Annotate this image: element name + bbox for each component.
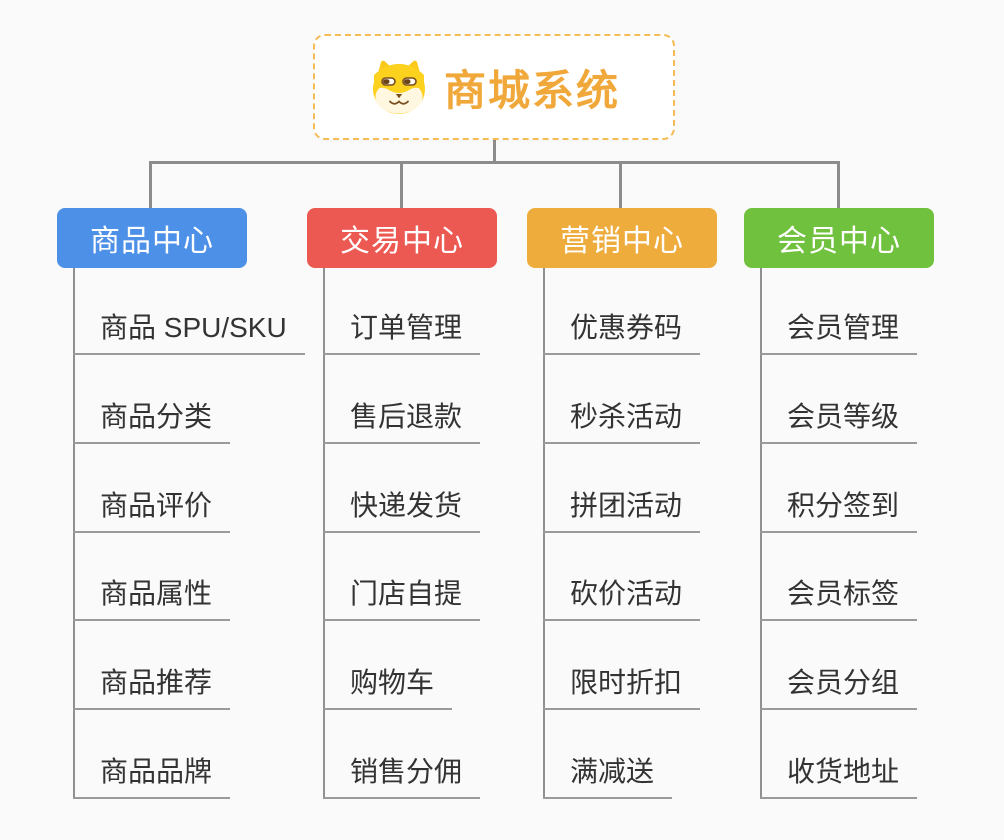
branch-node-member-center[interactable]: 会员中心 xyxy=(744,208,934,268)
leaf-item[interactable]: 快递发货 xyxy=(323,489,481,533)
leaf-item[interactable]: 优惠券码 xyxy=(543,311,701,355)
leaf-item[interactable]: 销售分佣 xyxy=(323,755,481,799)
leaf-item[interactable]: 会员等级 xyxy=(760,400,918,444)
leaf-item[interactable]: 商品分类 xyxy=(73,400,231,444)
root-title: 商城系统 xyxy=(443,66,620,114)
connector-bus xyxy=(149,161,840,164)
leaf-item[interactable]: 商品 SPU/SKU xyxy=(73,311,305,355)
connector-trunk-trade-center xyxy=(323,268,325,799)
leaf-item[interactable]: 限时折扣 xyxy=(543,666,701,710)
connector-trunk-member-center xyxy=(760,268,762,799)
connector-trunk-product-center xyxy=(73,268,75,799)
branch-node-product-center[interactable]: 商品中心 xyxy=(57,208,247,268)
leaf-item[interactable]: 购物车 xyxy=(323,666,453,710)
leaf-item[interactable]: 秒杀活动 xyxy=(543,400,701,444)
connector-root-stub xyxy=(493,140,496,163)
leaf-item[interactable]: 会员分组 xyxy=(760,666,918,710)
leaf-item[interactable]: 商品评价 xyxy=(73,489,231,533)
leaf-item[interactable]: 积分签到 xyxy=(760,489,918,533)
connector-drop-product-center xyxy=(149,161,152,208)
dog-icon xyxy=(372,60,425,114)
connector-drop-member-center xyxy=(837,161,840,208)
leaf-item[interactable]: 门店自提 xyxy=(323,577,481,621)
leaf-item[interactable]: 商品推荐 xyxy=(73,666,231,710)
leaf-item[interactable]: 收货地址 xyxy=(760,755,918,799)
leaf-item[interactable]: 砍价活动 xyxy=(543,577,701,621)
connector-trunk-marketing-center xyxy=(543,268,545,799)
leaf-item[interactable]: 售后退款 xyxy=(323,400,481,444)
leaf-item[interactable]: 拼团活动 xyxy=(543,489,701,533)
connector-drop-trade-center xyxy=(400,161,403,208)
leaf-item[interactable]: 商品品牌 xyxy=(73,755,231,799)
leaf-item[interactable]: 商品属性 xyxy=(73,577,231,621)
leaf-item[interactable]: 订单管理 xyxy=(323,311,481,355)
leaf-item[interactable]: 会员管理 xyxy=(760,311,918,355)
branch-node-trade-center[interactable]: 交易中心 xyxy=(307,208,497,268)
branch-node-marketing-center[interactable]: 营销中心 xyxy=(527,208,717,268)
root-node[interactable]: 商城系统 xyxy=(313,34,675,140)
connector-drop-marketing-center xyxy=(619,161,622,208)
leaf-item[interactable]: 会员标签 xyxy=(760,577,918,621)
leaf-item[interactable]: 满减送 xyxy=(543,755,673,799)
